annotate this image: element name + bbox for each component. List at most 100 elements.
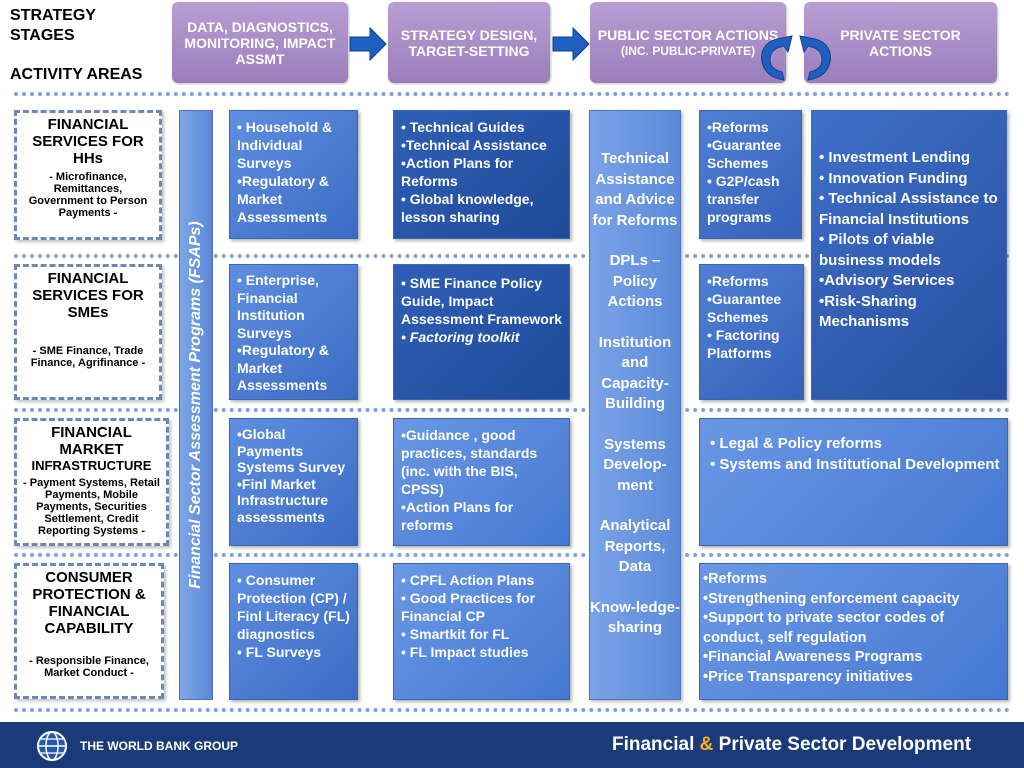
bullet: •Finl Market Infrastructure assessments xyxy=(237,475,329,525)
arrow-right-icon xyxy=(552,26,590,62)
bullet: •Technical Assistance xyxy=(401,137,547,153)
bullet: •Guidance , good practices, standards (i… xyxy=(401,427,538,497)
stage-public-sector: PUBLIC SECTOR ACTIONS (INC. PUBLIC-PRIVA… xyxy=(590,2,786,83)
bullet: •Risk-Sharing Mechanisms xyxy=(819,292,917,331)
bullet: •Guarantee Schemes xyxy=(707,291,782,325)
bullet: •Reforms xyxy=(707,119,769,135)
fmi-public-private: • Legal & Policy reforms • Systems and I… xyxy=(699,418,1008,546)
area-detail: - Responsible Finance, Market Conduct - xyxy=(29,655,149,679)
area-title: FINANCIAL MARKET xyxy=(51,424,132,458)
bullet: •Reforms xyxy=(703,571,767,587)
diagnostics-smes: • Enterprise, Financial Institution Surv… xyxy=(229,264,358,400)
bullet: •Action Plans for reforms xyxy=(401,499,514,533)
fpd-title: Financial & Private Sector Development xyxy=(612,734,971,756)
bullet: • FL Surveys xyxy=(237,644,322,660)
bullet: • Investment Lending xyxy=(819,149,971,166)
strategy-cp: • CPFL Action Plans • Good Practices for… xyxy=(393,563,570,700)
divider xyxy=(14,254,1010,258)
bullet: •Regulatory & Market Assessments xyxy=(237,173,330,225)
activity-areas-label: ACTIVITY AREAS xyxy=(10,66,143,83)
world-bank-globe-icon xyxy=(37,731,67,761)
bullet: • Factoring Platforms xyxy=(707,327,780,361)
bullet: •Guarantee Schemes xyxy=(707,137,782,171)
bullet: • Household & Individual Surveys xyxy=(237,119,333,171)
bullet: •Reforms xyxy=(707,273,769,289)
area-consumer-protection: CONSUMER PROTECTION & FINANCIAL CAPABILI… xyxy=(14,563,164,699)
bullet: •Action Plans for Reforms xyxy=(401,155,514,189)
fpd-title-b: Private Sector Development xyxy=(718,734,972,755)
stage-strategy-design: STRATEGY DESIGN, TARGET-SETTING xyxy=(388,2,550,83)
stage-label: STRATEGY DESIGN, TARGET-SETTING xyxy=(400,26,538,59)
spacer xyxy=(590,313,680,333)
area-detail: - SME Finance, Trade Finance, Agrifinanc… xyxy=(30,345,146,369)
area-title: FINANCIAL SERVICES FOR HHs xyxy=(32,116,144,167)
private-sector-box: • Investment Lending • Innovation Fundin… xyxy=(811,110,1007,400)
bullet: • Smartkit for FL xyxy=(401,626,510,642)
area-title-2: INFRASTRUCTURE xyxy=(31,458,152,473)
spacer xyxy=(590,231,680,251)
bullet: • Legal & Policy reforms xyxy=(710,435,882,452)
stage-label: PRIVATE SECTOR ACTIONS xyxy=(840,26,961,59)
bullet: •Advisory Services xyxy=(819,272,955,289)
area-detail: - Payment Systems, Retail Payments, Mobi… xyxy=(23,477,160,537)
bullet: • Pilots of viable business models xyxy=(819,231,941,269)
stage-sublabel: (INC. PUBLIC-PRIVATE) xyxy=(620,43,756,58)
area-financial-services-smes: FINANCIAL SERVICES FOR SMEs - SME Financ… xyxy=(14,264,162,400)
area-financial-market-infrastructure: FINANCIAL MARKET INFRASTRUCTURE - Paymen… xyxy=(14,418,169,546)
bullet: • Innovation Funding xyxy=(819,169,968,187)
stage-private-sector: PRIVATE SECTOR ACTIONS xyxy=(804,2,997,83)
public-smes: •Reforms •Guarantee Schemes • Factoring … xyxy=(699,264,804,400)
fpd-ampersand: & xyxy=(699,734,714,755)
diagnostics-cp: • Consumer Protection (CP) / Finl Litera… xyxy=(229,563,358,700)
public-item: Analytical Reports, Data xyxy=(599,517,671,575)
bullet: • Technical Guides xyxy=(401,119,525,135)
bullet: •Regulatory & Market Assessments xyxy=(237,342,330,393)
bullet: • Global knowledge, lesson sharing xyxy=(401,191,534,225)
arrow-right-icon xyxy=(349,26,387,62)
bullet: • Consumer Protection (CP) / Finl Litera… xyxy=(237,572,350,642)
bullet: • SME Finance Policy Guide, Impact Asses… xyxy=(401,275,563,327)
bullet: •Price Transparency initiatives xyxy=(703,668,913,685)
bullet: • G2P/cash transfer programs xyxy=(707,173,780,225)
area-title: FINANCIAL SERVICES FOR SMEs xyxy=(32,270,144,321)
public-item: Technical Assistance and Advice for Refo… xyxy=(592,150,678,229)
area-detail: - Microfinance, Remittances, Government … xyxy=(28,171,148,219)
diagnostics-fmi: •Global Payments Systems Survey •Finl Ma… xyxy=(229,418,358,546)
stage-data-diagnostics: DATA, DIAGNOSTICS, MONITORING, IMPACT AS… xyxy=(172,2,348,83)
fsap-label: Financial Sector Assessment Programs (FS… xyxy=(187,221,204,589)
strategy-smes: • SME Finance Policy Guide, Impact Asses… xyxy=(393,264,570,400)
diagnostics-hhs: • Household & Individual Surveys •Regula… xyxy=(229,110,358,239)
cp-public-private: •Reforms •Strengthening enforcement capa… xyxy=(699,563,1008,700)
spacer xyxy=(590,578,680,598)
footer-bar xyxy=(0,722,1024,768)
area-title: CONSUMER PROTECTION & FINANCIAL CAPABILI… xyxy=(32,569,146,637)
world-bank-label: THE WORLD BANK GROUP xyxy=(80,739,238,753)
bullet: • Enterprise, Financial Institution Surv… xyxy=(237,272,319,341)
divider xyxy=(14,708,1010,712)
bullet: • Factoring toolkit xyxy=(401,329,520,345)
bullet: • Systems and Institutional Development xyxy=(710,455,1000,473)
spacer xyxy=(590,496,680,516)
strategy-fmi: •Guidance , good practices, standards (i… xyxy=(393,418,570,546)
bullet: • Good Practices for Financial CP xyxy=(401,590,536,624)
strategy-stages-label: STRATEGY STAGES xyxy=(10,7,96,44)
divider xyxy=(14,553,1010,557)
public-sector-column: Technical Assistance and Advice for Refo… xyxy=(589,110,681,700)
divider xyxy=(14,408,1010,412)
bullet: •Global Payments Systems Survey xyxy=(237,426,346,475)
strategy-hhs: • Technical Guides •Technical Assistance… xyxy=(393,110,570,239)
stage-label: DATA, DIAGNOSTICS, MONITORING, IMPACT AS… xyxy=(184,18,336,67)
cycle-arrows-icon xyxy=(761,35,831,81)
divider xyxy=(14,92,1010,96)
stage-label: PUBLIC SECTOR ACTIONS xyxy=(597,26,779,43)
bullet: •Support to private sector codes of cond… xyxy=(703,610,945,646)
area-financial-services-hhs: FINANCIAL SERVICES FOR HHs - Microfinanc… xyxy=(14,110,162,240)
spacer xyxy=(590,415,680,435)
public-item: Institution and Capacity-Building xyxy=(598,333,672,413)
bullet: • FL Impact studies xyxy=(401,644,529,660)
bullet: •Financial Awareness Programs xyxy=(703,649,923,665)
public-item: Systems Develop-ment xyxy=(603,435,667,494)
fpd-title-a: Financial xyxy=(612,734,695,755)
public-item: Know-ledge-sharing xyxy=(590,598,680,637)
public-hhs: •Reforms •Guarantee Schemes • G2P/cash t… xyxy=(699,110,802,239)
